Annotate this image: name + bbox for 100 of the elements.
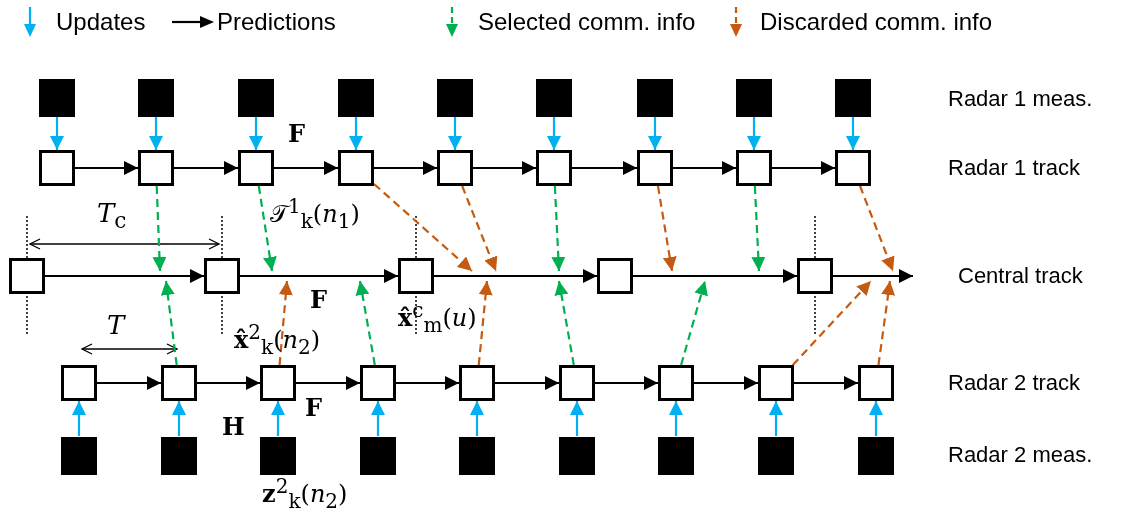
arrow [72,401,86,436]
arrow [648,116,662,150]
arrow [858,185,895,272]
arrow [833,269,913,283]
legend-label: Updates [56,10,146,34]
math-label: x̂$^{2}$$_{k}$(n$_{2}$) [234,322,321,357]
measurement-square [736,79,772,117]
math-label: H [222,415,245,439]
arrow [160,280,178,366]
arrow [477,280,493,366]
math-label: F [288,122,306,146]
math-label: z$^{2}$$_{k}$(n$_{2}$) [262,476,348,511]
arrow [97,376,161,390]
track-box [736,150,772,186]
arrow [473,161,536,175]
arrow [673,161,736,175]
math-label: 𝒯$^{1}$$_{k}$(n$_{1}$) [270,196,360,231]
arrow [495,376,559,390]
arrow [152,185,167,272]
math-label: x̂$^{c}$$_{m}$(u) [398,300,477,335]
arrow [371,401,385,436]
track-box [161,365,197,401]
arrow [271,401,285,436]
arrow [257,185,277,272]
arrow [278,280,293,366]
measurement-square [238,79,274,117]
row-label: Central track [958,265,1083,287]
arrow [877,280,896,366]
arrow [694,376,758,390]
legend-label: Discarded comm. info [760,10,993,34]
arrow [846,116,860,150]
measurement-square [360,437,396,475]
arrow [633,269,797,283]
arrow [656,185,677,272]
measurement-square [39,79,75,117]
legend-label: Predictions [217,10,336,34]
measurement-square [138,79,174,117]
arrow [396,376,459,390]
measurement-square [658,437,694,475]
arrow [240,269,398,283]
arrow [595,376,658,390]
track-box [360,365,396,401]
arrow [434,269,597,283]
math-label: T [107,312,125,338]
math-label: T$_{c}$ [97,200,127,232]
arrow [448,116,462,150]
arrow [769,401,783,436]
math-label: F [305,396,323,420]
arrow [45,269,204,283]
track-box [658,365,694,401]
row-label: Radar 2 meas. [948,444,1093,466]
measurement-square [637,79,673,117]
arrow [349,116,363,150]
measurement-square [338,79,374,117]
measurement-square [437,79,473,117]
measurement-square [559,437,595,475]
track-box [858,365,894,401]
row-label: Radar 1 meas. [948,88,1093,110]
track-box [637,150,673,186]
measurement-square [835,79,871,117]
track-box [204,258,240,294]
row-label: Radar 1 track [948,157,1081,179]
arrow [249,116,263,150]
measurement-square [61,437,97,475]
arrow [172,401,186,436]
arrow [747,116,761,150]
arrow [373,183,473,272]
track-box [437,150,473,186]
arrow [355,280,376,366]
arrow [680,280,708,366]
arrow [296,376,360,390]
arrow [197,376,260,390]
measurement-square [260,437,296,475]
arrow [794,376,858,390]
row-label: Radar 2 track [948,372,1081,394]
measurement-square [536,79,572,117]
track-box [559,365,595,401]
track-box [398,258,434,294]
arrow [174,161,238,175]
track-box [797,258,833,294]
arrow [274,161,338,175]
arrow [547,116,561,150]
track-box [758,365,794,401]
track-box [835,150,871,186]
arrow [570,401,584,436]
arrow [461,185,498,272]
track-box [338,150,374,186]
arrow [772,161,835,175]
track-box [597,258,633,294]
track-box [9,258,45,294]
track-box [459,365,495,401]
arrow [869,401,883,436]
measurement-square [758,437,794,475]
track-box [61,365,97,401]
arrow [551,185,566,272]
arrow [554,280,575,366]
track-box [39,150,75,186]
arrow [470,401,484,436]
track-box [238,150,274,186]
arrow [50,116,64,150]
